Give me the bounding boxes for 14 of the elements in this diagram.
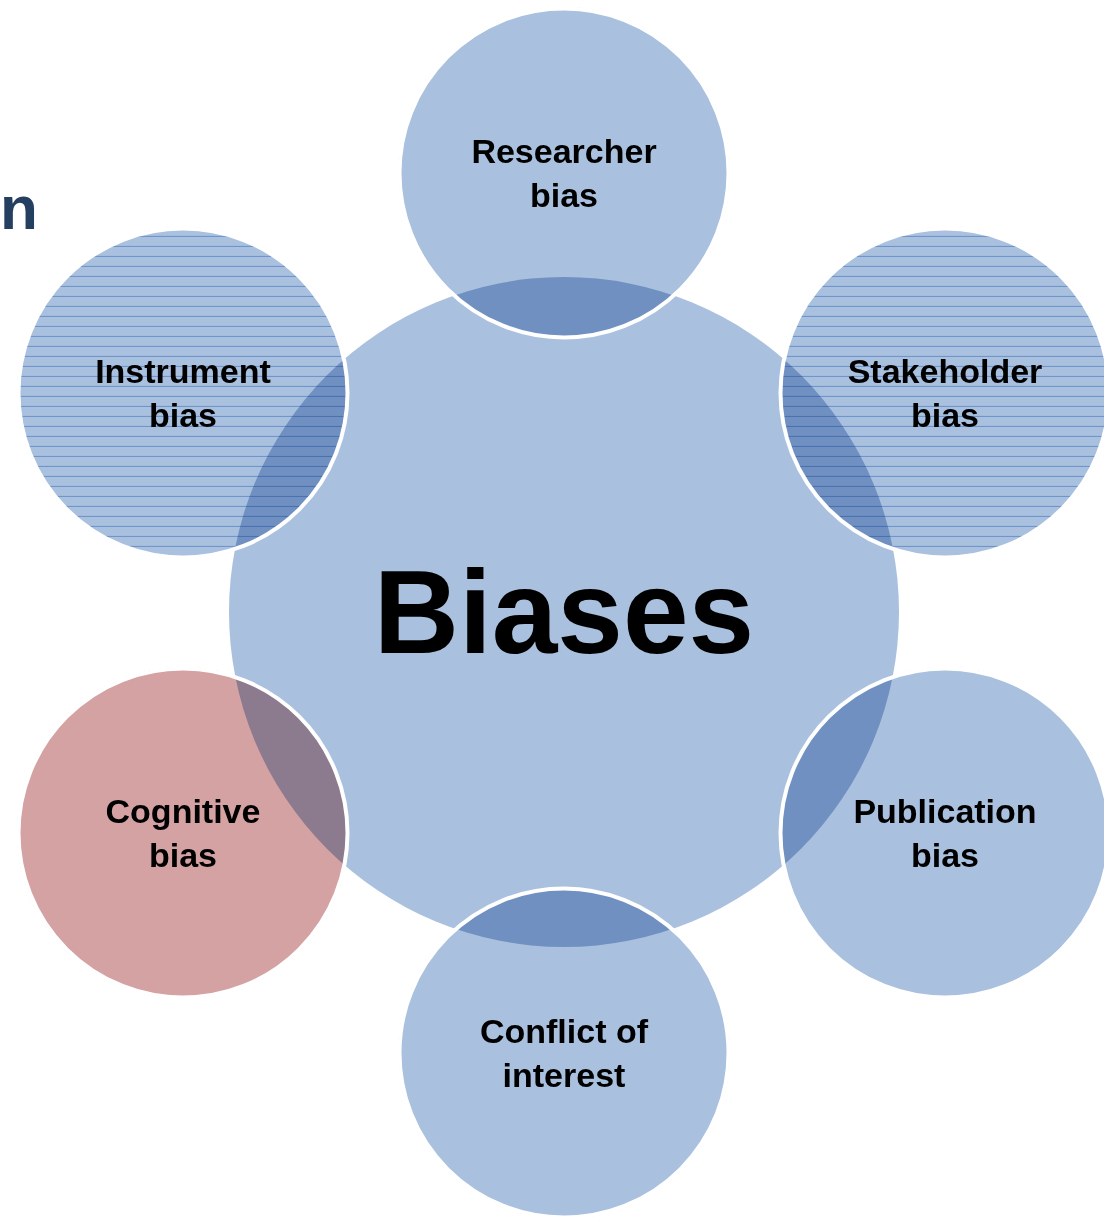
topic-label: Researcher bias: [470, 130, 658, 216]
topic-circle: [17, 667, 349, 999]
topic-label: Cognitive bias: [104, 790, 262, 876]
topic-circle: [779, 667, 1104, 999]
topic-label: Stakeholder bias: [846, 350, 1044, 436]
topic-label: Publication bias: [852, 790, 1038, 876]
topic-circle: [398, 887, 730, 1218]
topic-circle: [398, 7, 730, 339]
topic-circle: [17, 227, 349, 559]
heading-fragment: n: [0, 172, 38, 243]
topic-label: Instrument bias: [94, 350, 272, 436]
center-title: Biases: [372, 553, 756, 671]
topic-circle: [779, 227, 1104, 559]
topic-label: Conflict of interest: [478, 1010, 650, 1096]
